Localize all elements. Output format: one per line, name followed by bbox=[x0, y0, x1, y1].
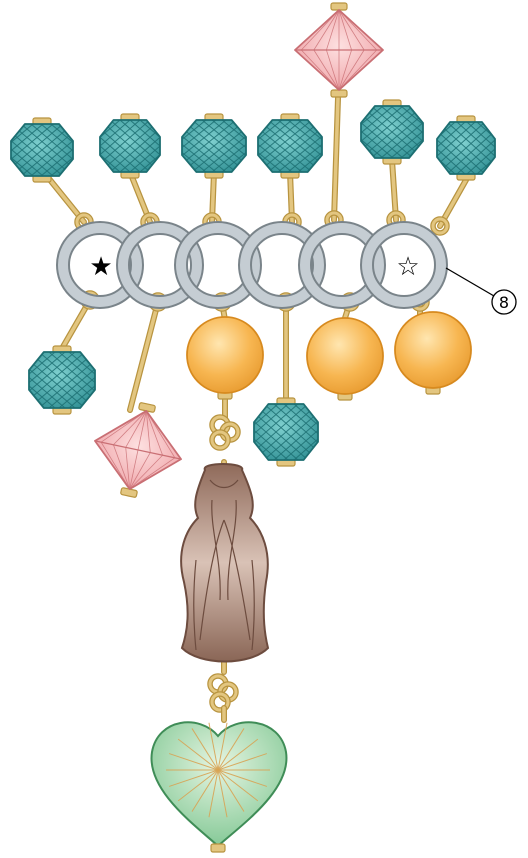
heart-bead bbox=[152, 722, 287, 852]
lower-teal-bead-1 bbox=[0, 346, 135, 414]
jump-ring-chain bbox=[63, 228, 441, 302]
callout-leader-line bbox=[446, 268, 494, 296]
top-bead-row bbox=[0, 100, 528, 182]
pink-bicone-top bbox=[295, 3, 383, 97]
top-pink-bicone bbox=[295, 3, 383, 97]
top-teal-bead-1 bbox=[0, 118, 113, 182]
pink-bicone-lower bbox=[85, 395, 191, 505]
step-callout: 8 bbox=[446, 268, 516, 314]
angel-charm bbox=[181, 464, 268, 662]
gold-bead-1 bbox=[187, 317, 263, 399]
open-star-marker: ☆ bbox=[396, 252, 419, 282]
filled-star-marker: ★ bbox=[89, 252, 112, 282]
center-drop bbox=[152, 464, 287, 852]
top-teal-bead-2 bbox=[60, 114, 200, 178]
callout-number: 8 bbox=[499, 293, 509, 312]
gold-bead-2 bbox=[307, 318, 383, 400]
gold-bead-3 bbox=[395, 312, 471, 394]
